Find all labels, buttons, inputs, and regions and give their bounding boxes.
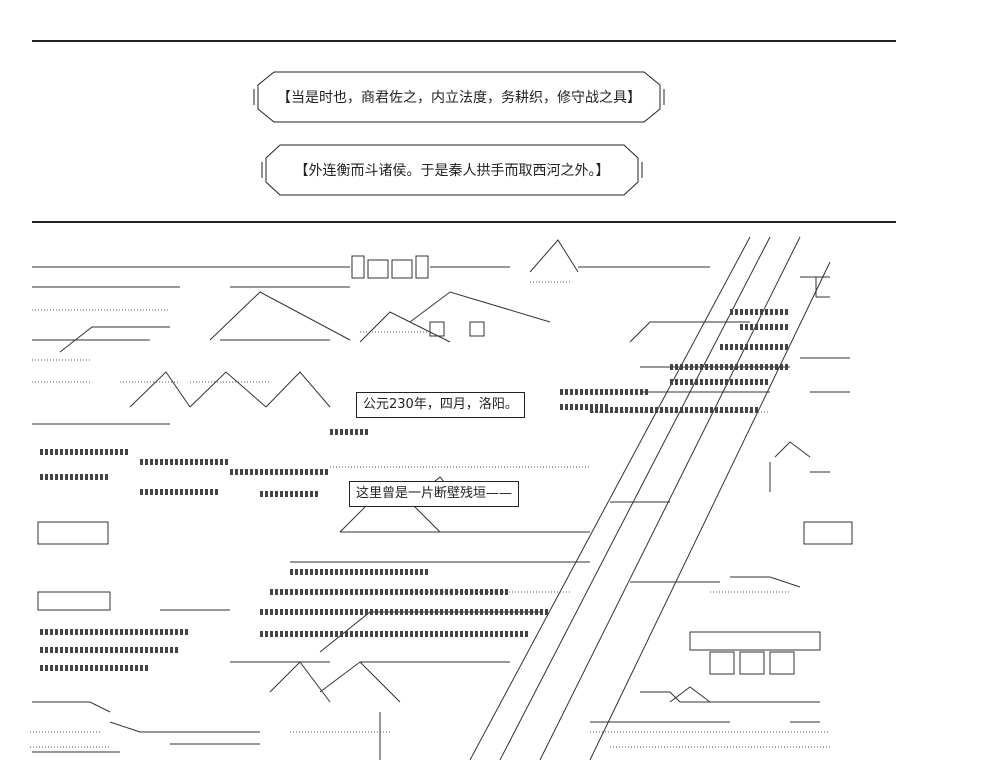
city-ruins-illustration [30, 236, 853, 760]
caption-text: 【当是时也，商君佐之，内立法度，务耕织，修守战之具】 [277, 90, 641, 106]
top-divider-line [32, 40, 896, 42]
time-place-label: 公元230年，四月，洛阳。 [356, 392, 525, 418]
caption-box-lianheng: 【外连衡而斗诸侯。于是秦人拱手而取西河之外。】 [258, 144, 646, 196]
middle-divider-line [32, 221, 896, 223]
ruins-narration-label: 这里曾是一片断壁残垣—— [349, 481, 520, 507]
caption-frame [261, 144, 643, 196]
caption-frame [253, 71, 665, 123]
caption-box-shang-yang: 【当是时也，商君佐之，内立法度，务耕织，修守战之具】 [250, 71, 668, 123]
caption-text: 【外连衡而斗诸侯。于是秦人拱手而取西河之外。】 [294, 163, 610, 179]
